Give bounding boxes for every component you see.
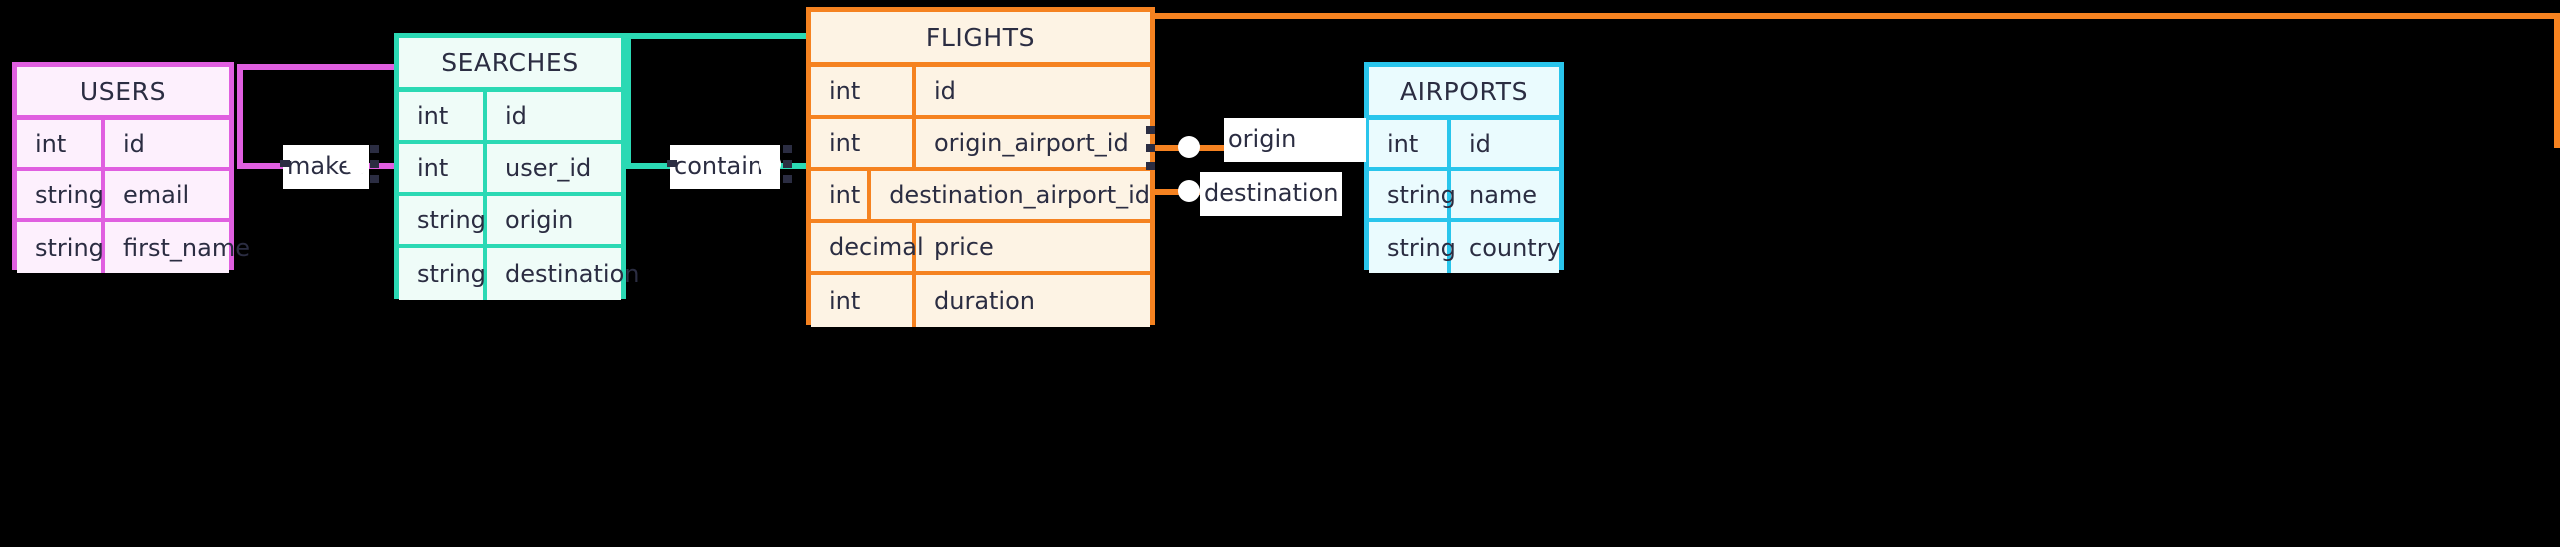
- table-row[interactable]: int user_id: [399, 144, 621, 196]
- attr-name: origin: [505, 206, 574, 234]
- table-row[interactable]: int id: [811, 67, 1150, 119]
- entity-airports-title: AIRPORTS: [1369, 67, 1559, 120]
- attr-name: country: [1469, 233, 1561, 262]
- attr-type: string: [399, 248, 487, 300]
- entity-airports[interactable]: AIRPORTS int id string name string count…: [1364, 62, 1564, 273]
- table-row[interactable]: string destination: [399, 248, 639, 300]
- entity-users[interactable]: USERS int id string email string first_n…: [12, 62, 250, 273]
- table-row[interactable]: string country: [1369, 222, 1561, 273]
- table-row[interactable]: string name: [1369, 171, 1559, 222]
- relationship-label-destination: destination: [1200, 172, 1343, 216]
- crowsfoot-one-marker-contains-left: [665, 152, 683, 176]
- table-row[interactable]: string first_name: [17, 222, 250, 273]
- attr-type: string: [1369, 171, 1456, 218]
- table-row[interactable]: int origin_airport_id: [811, 119, 1150, 171]
- table-row[interactable]: int id: [17, 120, 229, 171]
- attr-type: int: [811, 275, 916, 327]
- table-row[interactable]: int duration: [811, 275, 1150, 327]
- entity-flights-title: FLIGHTS: [811, 12, 1150, 67]
- crowsfoot-zero-one-marker-destination: [1176, 178, 1204, 204]
- attr-type: string: [17, 171, 105, 218]
- attr-name: first_name: [123, 233, 250, 262]
- link-contains-segment: [625, 33, 810, 39]
- link-origin-top: [1155, 13, 2560, 19]
- link-origin-drop: [2554, 13, 2560, 148]
- crowsfoot-one-marker-makes-left: [278, 152, 296, 176]
- attr-type: string: [399, 196, 487, 244]
- link-contains-drop: [625, 33, 631, 168]
- relationship-label-origin: origin: [1224, 118, 1367, 162]
- attr-type: int: [811, 67, 916, 115]
- table-row[interactable]: int id: [399, 92, 621, 144]
- attr-type: int: [399, 144, 487, 192]
- attr-name: id: [123, 129, 145, 158]
- attr-type: int: [811, 119, 916, 167]
- crowsfoot-many-marker-contains-right: [756, 143, 808, 185]
- link-makes-segment: [237, 64, 395, 70]
- attr-type: int: [17, 120, 105, 167]
- table-row[interactable]: int id: [1369, 120, 1559, 171]
- attr-name: id: [505, 102, 527, 130]
- table-row[interactable]: int destination_airport_id: [811, 171, 1150, 223]
- entity-searches[interactable]: SEARCHES int id int user_id string origi…: [394, 33, 639, 300]
- attr-name: origin_airport_id: [934, 129, 1129, 157]
- entity-users-title: USERS: [17, 67, 229, 120]
- link-makes-drop: [237, 64, 243, 168]
- attr-type: string: [17, 222, 105, 273]
- attr-name: destination: [505, 260, 640, 288]
- entity-searches-title: SEARCHES: [399, 38, 621, 92]
- attr-name: name: [1469, 180, 1538, 209]
- entity-flights[interactable]: FLIGHTS int id int origin_airport_id int…: [806, 7, 1155, 327]
- attr-name: destination_airport_id: [889, 181, 1150, 209]
- attr-type: int: [399, 92, 487, 140]
- crowsfoot-fork-origin-flights: [1146, 126, 1160, 170]
- link-origin-inlet: [1155, 145, 1245, 151]
- crowsfoot-many-marker-makes-right: [343, 143, 395, 185]
- attr-name: price: [934, 233, 994, 261]
- attr-type: int: [1369, 120, 1451, 167]
- attr-name: duration: [934, 287, 1035, 315]
- attr-name: user_id: [505, 154, 592, 182]
- attr-name: id: [1469, 129, 1491, 158]
- attr-name: email: [123, 180, 190, 209]
- table-row[interactable]: string email: [17, 171, 229, 222]
- attr-type: string: [1369, 222, 1456, 273]
- table-row[interactable]: decimal price: [811, 223, 1150, 275]
- crowsfoot-zero-one-marker-origin: [1176, 134, 1204, 160]
- attr-type: int: [811, 171, 872, 219]
- attr-name: id: [934, 77, 956, 105]
- table-row[interactable]: string origin: [399, 196, 621, 248]
- attr-type: decimal: [811, 223, 924, 271]
